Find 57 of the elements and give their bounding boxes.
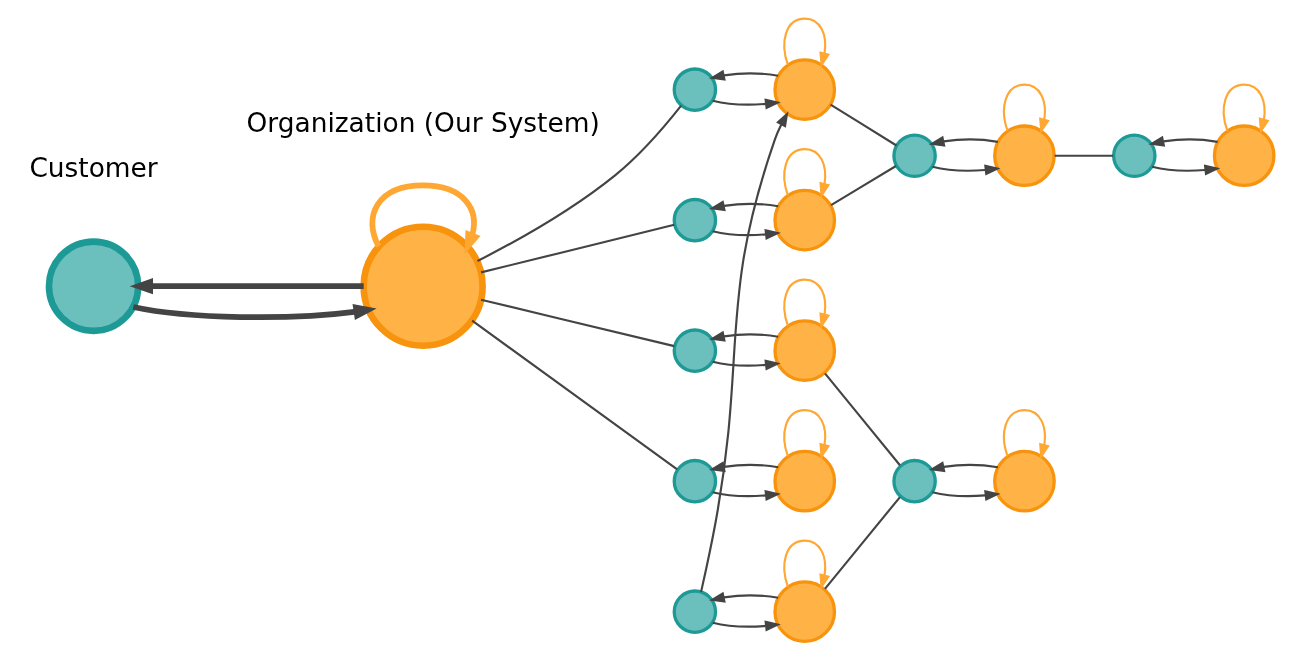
node-circle [1212, 123, 1276, 187]
node-circle [993, 123, 1056, 187]
node-circle [672, 66, 718, 112]
arrow [932, 164, 1001, 176]
arrow [712, 358, 781, 370]
node-circle [672, 588, 718, 634]
connector [824, 372, 901, 466]
arrow [928, 135, 999, 147]
node-circle [993, 449, 1056, 513]
arrow [932, 489, 1001, 501]
node-circle [773, 57, 837, 121]
node-circle [672, 458, 718, 503]
connector [1054, 154, 1114, 157]
connector [477, 104, 682, 262]
arrow [1003, 83, 1050, 134]
arrow [783, 539, 831, 590]
connector [830, 103, 898, 146]
arrow [783, 408, 831, 460]
arrow [132, 303, 377, 320]
arrow [369, 182, 481, 254]
arrow [1148, 135, 1218, 147]
node-circle [773, 188, 837, 252]
node-circle [1112, 132, 1157, 178]
arrow [1222, 83, 1270, 134]
node-circle [45, 237, 142, 334]
arrow [712, 619, 781, 631]
node-circle [892, 458, 937, 503]
arrow [1003, 408, 1050, 460]
arrow [783, 147, 831, 199]
arrow [129, 277, 364, 294]
arrow [709, 199, 779, 211]
arrow [700, 110, 789, 592]
connector [480, 298, 675, 347]
node-circle [672, 327, 718, 373]
arrow [928, 460, 999, 472]
node-circle [672, 197, 718, 242]
arrow [709, 330, 779, 342]
arrow [712, 97, 781, 109]
connector [830, 164, 897, 206]
arrow [712, 489, 781, 501]
label: Organization (Our System) [246, 106, 600, 138]
arrow [709, 460, 779, 472]
arrow [783, 278, 831, 329]
arrow [1151, 164, 1221, 176]
connector [471, 319, 678, 470]
arrow [709, 591, 779, 603]
arrow [709, 69, 779, 81]
label: Customer [29, 151, 158, 183]
arrow [712, 228, 781, 240]
arrow [783, 17, 831, 68]
node-circle [360, 222, 486, 349]
connector [480, 223, 675, 273]
node-circle [773, 579, 837, 643]
node-circle [892, 132, 937, 178]
connector [824, 495, 901, 590]
node-circle [773, 449, 837, 513]
node-circle [773, 318, 837, 382]
